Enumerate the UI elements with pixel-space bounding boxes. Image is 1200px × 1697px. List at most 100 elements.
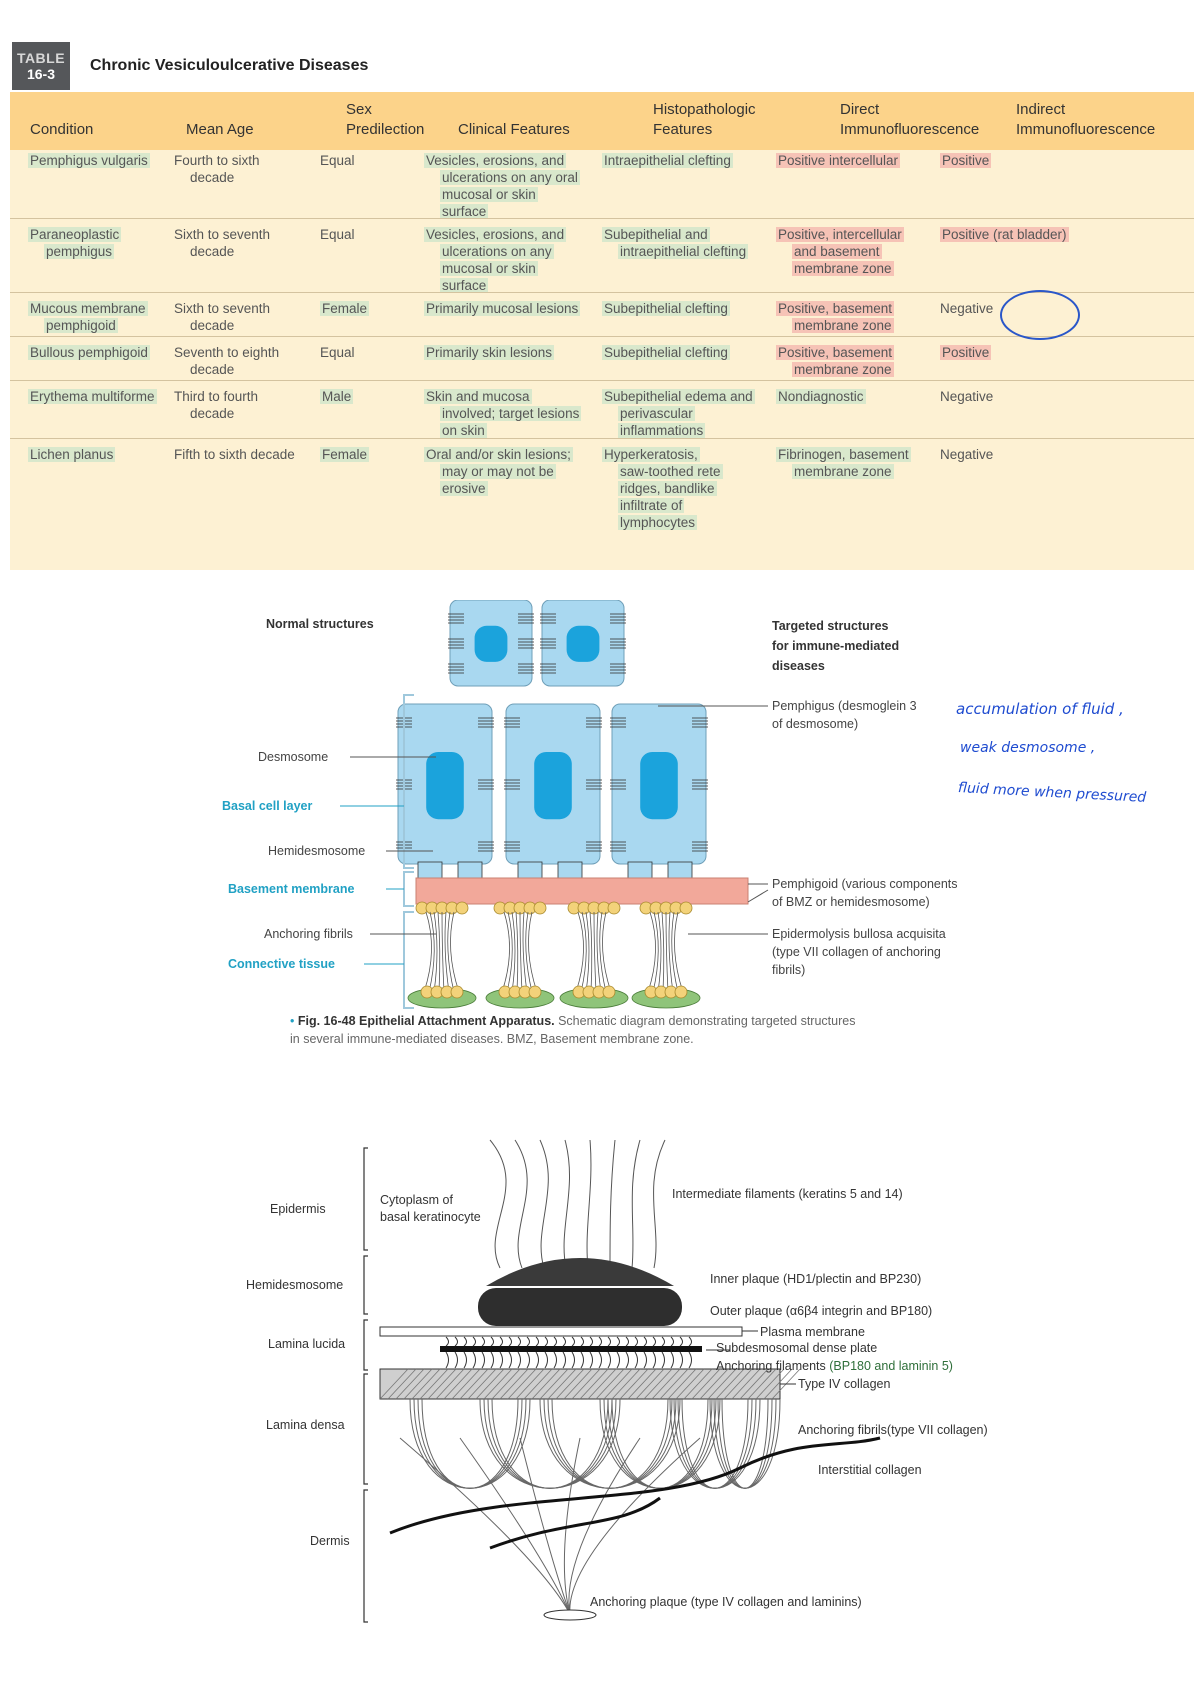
cell-text: Mucous membrane — [28, 301, 148, 316]
cell-text: lymphocytes — [618, 515, 698, 530]
cell-text: Nondiagnostic — [776, 389, 866, 404]
label-dermis: Dermis — [310, 1534, 350, 1548]
header-histo-line2: Features — [653, 121, 713, 138]
label-basement-membrane: Basement membrane — [228, 882, 354, 896]
figure-epithelial-attachment: Normal structures Targeted structures fo… — [218, 599, 988, 1070]
cell-text: Positive — [940, 153, 992, 168]
cell-text: mucosal or skin — [440, 187, 538, 202]
header-dif-line2: Immunofluorescence — [840, 121, 980, 138]
nucleus — [534, 752, 572, 820]
cell-text: ulcerations on any oral — [440, 170, 580, 185]
cell-text: Third to fourth — [174, 389, 259, 404]
cell-text: Positive intercellular — [776, 153, 901, 168]
table-badge: TABLE 16-3 — [12, 42, 70, 90]
cell-clinical: Oral and/or skin lesions;may or may not … — [424, 446, 573, 497]
nucleus — [426, 752, 464, 820]
cell-text: Paraneoplastic — [28, 227, 122, 242]
cell-text: may or may not be — [440, 464, 556, 479]
label-pemphigus-2: of desmosome) — [772, 717, 858, 731]
row-divider — [10, 292, 1194, 293]
cell-text: Subepithelial edema and — [602, 389, 755, 404]
upper-cell — [448, 599, 534, 687]
cell-condition: Pemphigus vulgaris — [28, 152, 150, 169]
label-hemidesmosome-2: Hemidesmosome — [246, 1278, 343, 1292]
subdesmosomal-plate — [440, 1346, 702, 1352]
plasma-membrane — [379, 1326, 743, 1337]
cell-text: Erythema multiforme — [28, 389, 157, 404]
header-mean-age: Mean Age — [186, 121, 254, 138]
label-eba-1: Epidermolysis bullosa acquisita — [772, 927, 946, 941]
cell-text: Equal — [320, 153, 355, 168]
cell-text: Male — [320, 389, 354, 404]
cell-text: Subepithelial clefting — [602, 301, 730, 316]
header-dif-line1: Direct — [840, 101, 880, 118]
cell-clinical: Skin and mucosa involved; target lesions o… — [424, 388, 582, 439]
cell-dif: Nondiagnostic — [776, 388, 866, 405]
cell-iif: Positive — [940, 152, 992, 169]
cell-text: Positive (rat bladder) — [940, 227, 1069, 242]
cell-text: on skin — [440, 423, 487, 438]
cell-text: Female — [320, 301, 370, 316]
cell-text: membrane zone — [792, 362, 894, 377]
cell-iif: Negative — [940, 300, 993, 317]
anchoring-fibril-bundle — [631, 901, 701, 1009]
cell-sex: Equal — [320, 226, 355, 243]
cell-histo: Subepithelial and intraepithelial cleftin… — [602, 226, 749, 260]
label-type-iv-collagen: Type IV collagen — [798, 1377, 890, 1391]
cell-text: infiltrate of — [618, 498, 685, 513]
figure-hemidesmosome-schematic: Epidermis Cytoplasm of basal keratinocyt… — [240, 1138, 1020, 1628]
cell-iif: Negative — [940, 388, 993, 405]
label-cytoplasm-1: Cytoplasm of — [380, 1193, 453, 1207]
cell-condition: Mucous membrane pemphigoid — [28, 300, 148, 334]
row-divider — [10, 218, 1194, 219]
table-badge-number: 16-3 — [26, 66, 56, 82]
intermediate-a: Intermediate filaments — [672, 1187, 798, 1201]
cell-iif: Positive (rat bladder) — [940, 226, 1069, 243]
row-divider — [10, 438, 1194, 439]
cell-text: Positive — [940, 345, 992, 360]
cell-iif: Positive — [940, 344, 992, 361]
cell-text: decade — [190, 362, 235, 377]
cell-histo: Subepithelial clefting — [602, 300, 730, 317]
label-normal-structures: Normal structures — [266, 617, 374, 631]
anchoring-filaments-a: Anchoring filaments — [716, 1359, 829, 1373]
cell-text: ulcerations on any — [440, 244, 554, 259]
cell-text: saw-toothed rete — [618, 464, 723, 479]
cell-text: inflammations — [618, 423, 706, 438]
label-lamina-lucida: Lamina lucida — [268, 1337, 345, 1351]
label-epidermis: Epidermis — [270, 1202, 326, 1216]
anchoring-fibril-bundle — [407, 901, 477, 1009]
label-interstitial-collagen: Interstitial collagen — [818, 1463, 922, 1477]
outer-plaque — [478, 1288, 682, 1326]
cell-text: Subepithelial and — [602, 227, 710, 242]
row-divider — [10, 380, 1194, 381]
nucleus — [640, 752, 678, 820]
cell-text: Skin and mucosa — [424, 389, 532, 404]
row-divider — [10, 336, 1194, 337]
cell-histo: Intraepithelial clefting — [602, 152, 733, 169]
header-direct-if: Direct Immunofluorescence — [840, 100, 979, 140]
label-anchoring-plaque: Anchoring plaque (type IV collagen and l… — [590, 1595, 862, 1609]
table-title: Chronic Vesiculoulcerative Diseases — [90, 57, 369, 74]
label-anchoring-filaments: Anchoring filaments (BP180 and laminin 5… — [716, 1359, 953, 1373]
cell-sex: Equal — [320, 152, 355, 169]
cell-text: mucosal or skin — [440, 261, 538, 276]
inner-plaque — [486, 1258, 674, 1286]
cell-text: intraepithelial clefting — [618, 244, 749, 259]
cell-text: involved; target lesions — [440, 406, 582, 421]
caption-rest: Schematic diagram demonstrating targeted… — [555, 1014, 856, 1028]
label-hemidesmosome: Hemidesmosome — [268, 844, 365, 858]
label-pemphigoid-2: of BMZ or hemidesmosome) — [772, 895, 930, 909]
cell-text: Negative — [940, 301, 994, 316]
cell-text: pemphigoid — [44, 318, 118, 333]
cell-text: decade — [190, 318, 235, 333]
cell-text: Female — [320, 447, 370, 462]
annotation-circle — [1000, 290, 1080, 340]
cell-text: surface — [440, 278, 489, 293]
cell-text: Fifth to sixth decade — [174, 447, 295, 462]
